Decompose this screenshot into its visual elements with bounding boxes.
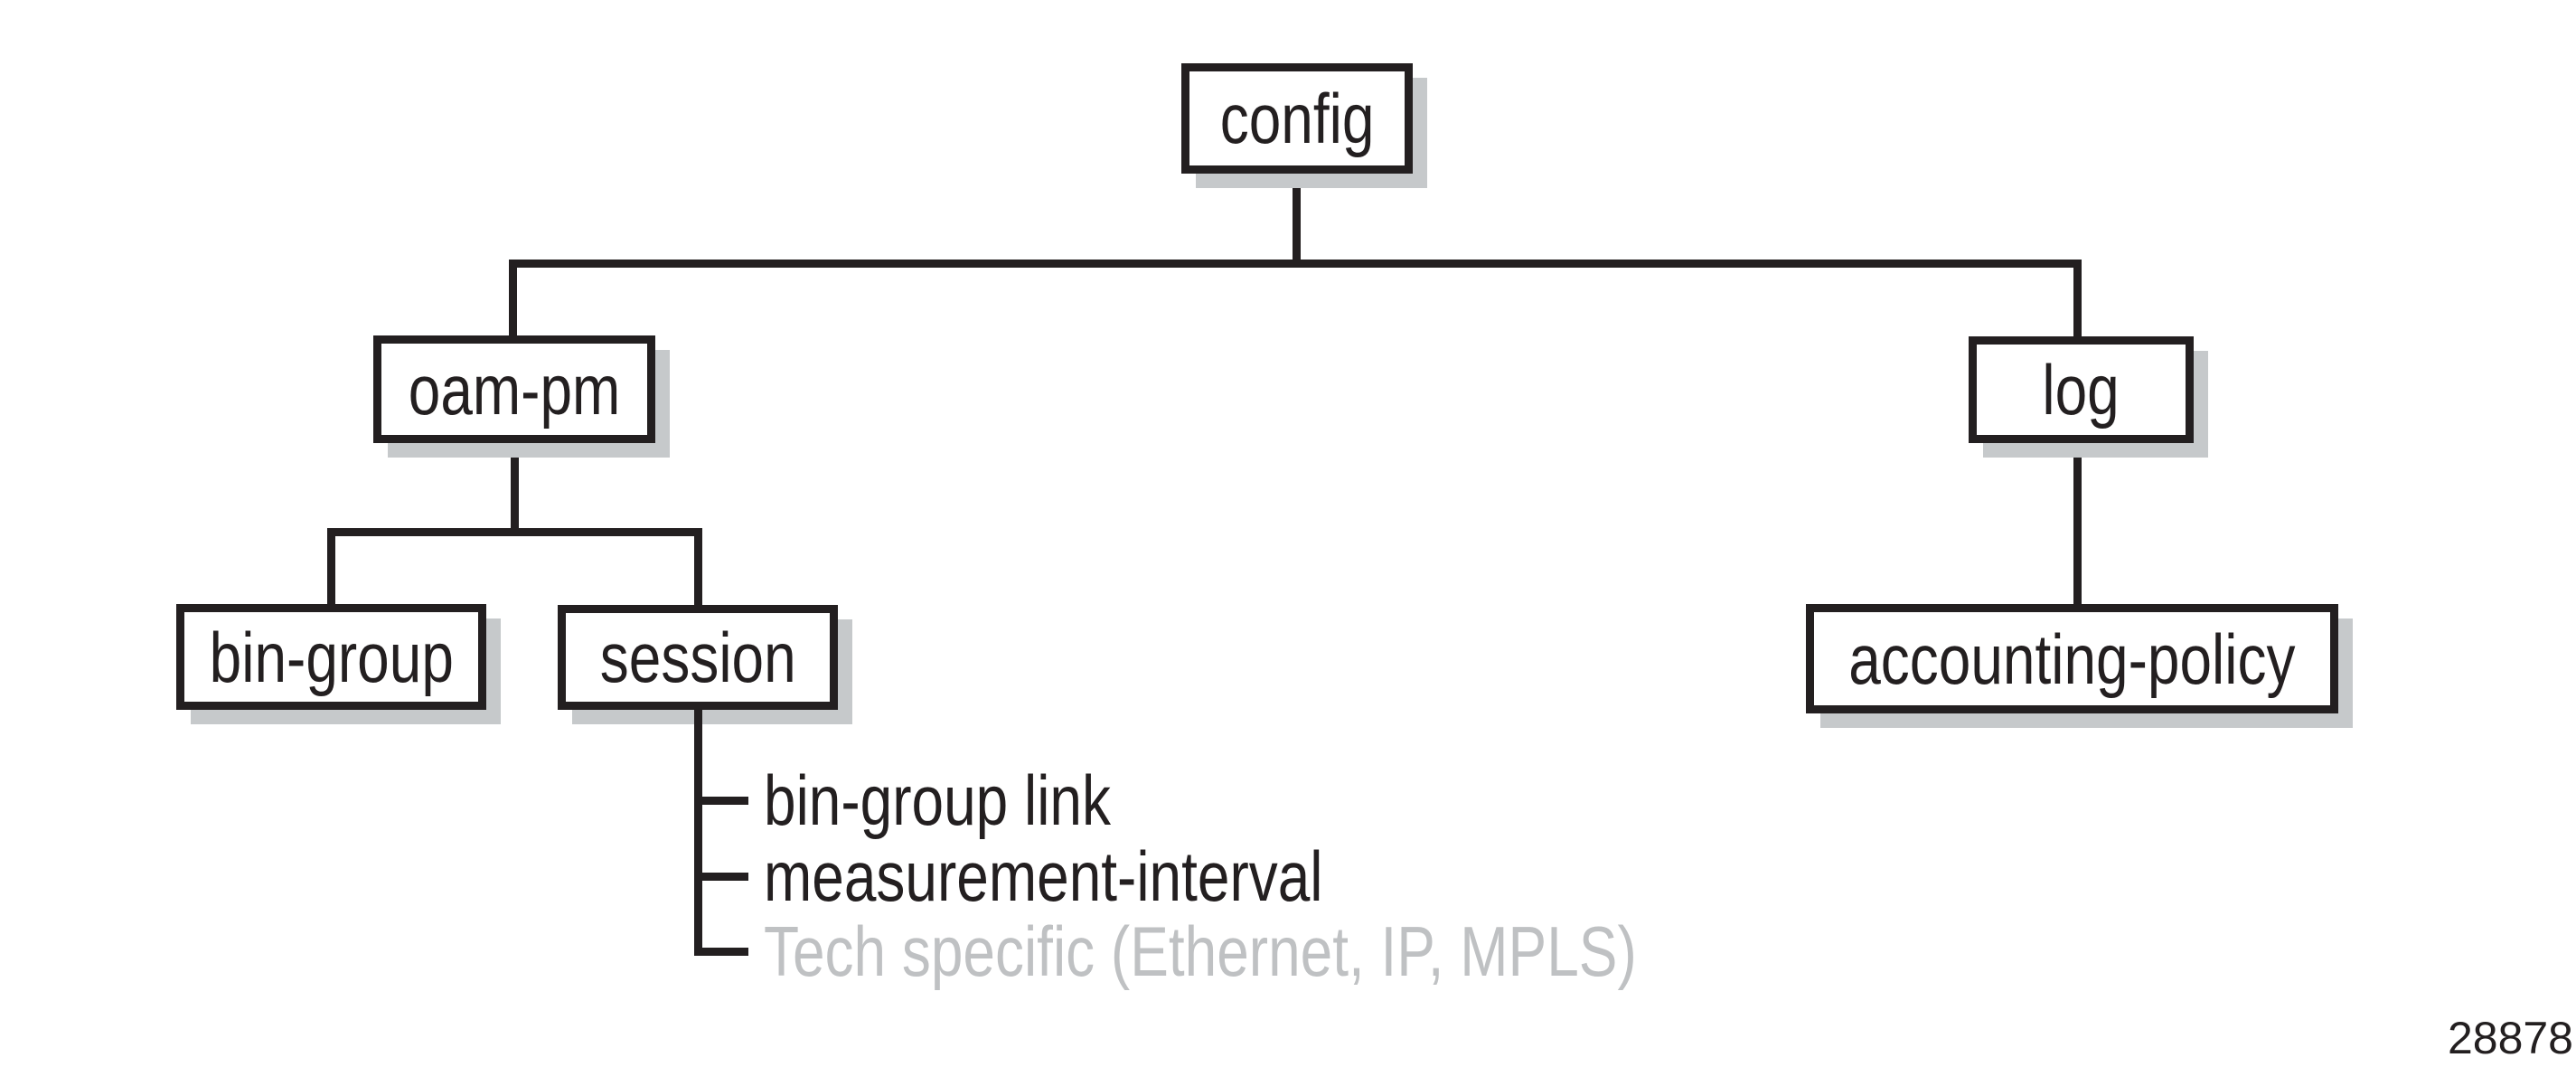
tick-bin-group-link <box>694 797 748 805</box>
node-session-label: session <box>599 618 796 697</box>
node-accounting-policy: accounting-policy <box>1806 604 2338 713</box>
node-config: config <box>1181 63 1413 174</box>
connector-drop-to-bin-group <box>327 528 335 608</box>
connector-drop-to-oam-pm <box>509 260 517 339</box>
connector-session-leaf-spine <box>694 708 702 956</box>
node-oam-pm-label: oam-pm <box>408 349 621 430</box>
connector-drop-to-log <box>2073 260 2082 341</box>
node-log-label: log <box>2042 350 2120 430</box>
tick-measurement-interval <box>694 873 748 881</box>
node-log: log <box>1969 336 2194 443</box>
leaf-item-bin-group-link: bin-group link <box>764 760 1111 840</box>
connector-level2-horizontal <box>327 528 702 536</box>
figure-number: 28878 <box>2447 1013 2573 1063</box>
leaf-item-measurement-interval: measurement-interval <box>764 836 1323 916</box>
node-bin-group: bin-group <box>176 604 486 710</box>
node-session: session <box>558 605 838 710</box>
node-oam-pm: oam-pm <box>373 335 655 443</box>
connector-oam-pm-down <box>511 441 519 532</box>
tick-tech-specific <box>694 948 748 956</box>
connector-log-to-accounting-policy <box>2073 441 2082 608</box>
connector-config-down <box>1293 172 1301 268</box>
connector-drop-to-session <box>694 528 702 609</box>
node-bin-group-label: bin-group <box>209 617 454 697</box>
leaf-item-tech-specific: Tech specific (Ethernet, IP, MPLS) <box>764 911 1637 991</box>
node-config-label: config <box>1219 79 1375 158</box>
node-accounting-policy-label: accounting-policy <box>1848 618 2296 699</box>
connector-level1-horizontal <box>509 260 2082 268</box>
